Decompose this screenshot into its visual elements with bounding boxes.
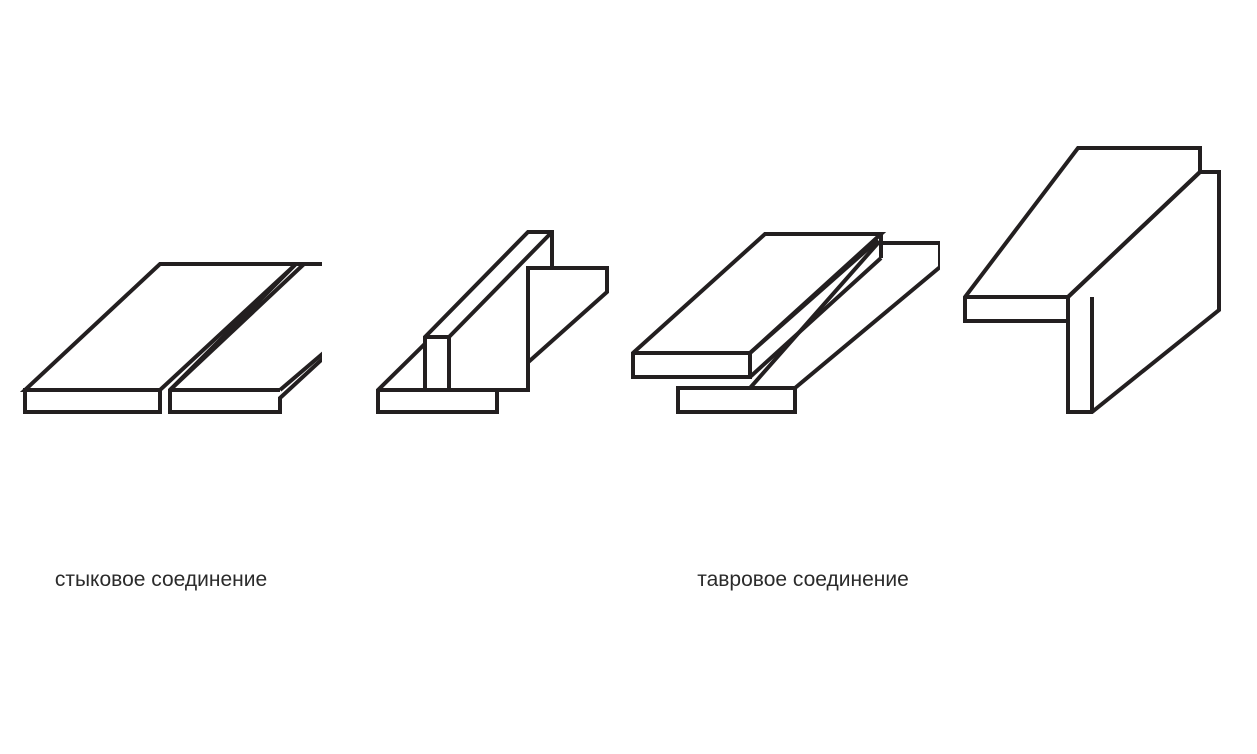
corner-horizontal-plate xyxy=(963,146,1202,323)
butt-right-plate-body xyxy=(168,262,322,414)
corner-joint-seam xyxy=(1066,170,1202,299)
joint-diagram-lap: соединение внахлест xyxy=(628,0,940,754)
lap-overlap-seam xyxy=(748,238,880,355)
corner-joint-drawing xyxy=(963,146,1221,414)
joint-diagram-butt: стыковое соединение xyxy=(0,0,322,754)
tee-web-plate xyxy=(423,230,554,392)
butt-joint-drawing xyxy=(19,262,322,414)
caption-tee-joint: тавровое соединение xyxy=(697,568,909,591)
joint-diagram-tee: тавровое соединение xyxy=(322,0,909,754)
butt-right-plate-corner-edge xyxy=(278,351,322,392)
caption-butt-joint: стыковое соединение xyxy=(54,568,268,591)
lap-joint-drawing xyxy=(631,232,940,414)
butt-seam-line xyxy=(168,262,306,392)
tee-web-top-face-edge xyxy=(447,230,554,339)
joint-diagram-corner: угловое соединение xyxy=(930,0,1257,754)
lap-upper-plate-right-bottom xyxy=(748,256,883,379)
butt-left-plate-front-face xyxy=(23,388,162,414)
tee-joint-drawing xyxy=(376,230,609,414)
